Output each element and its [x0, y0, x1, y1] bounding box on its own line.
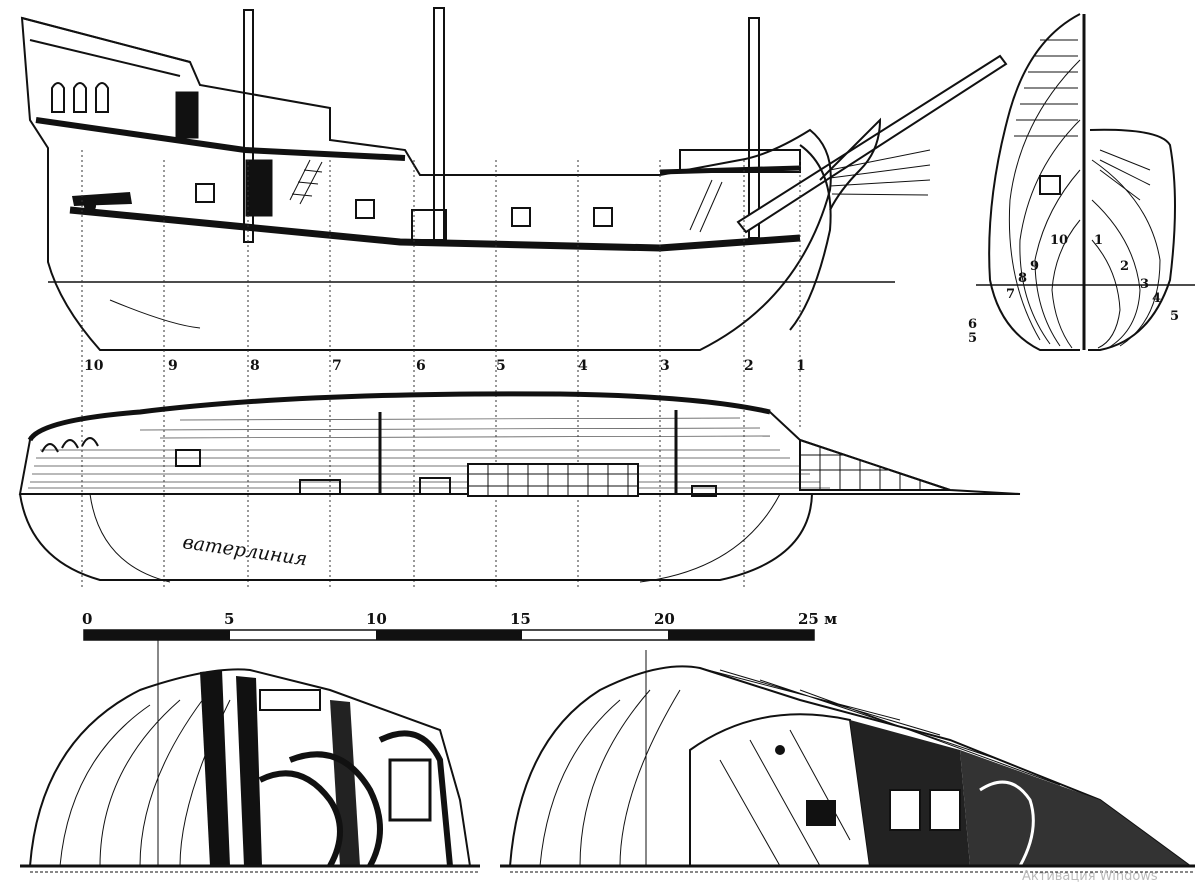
- plan-hull-outline: [19, 493, 813, 581]
- frame-label: 6: [416, 358, 426, 374]
- main-mast: [433, 7, 445, 243]
- frame-label: 10: [84, 358, 104, 374]
- section-label: 5: [1170, 309, 1179, 324]
- frame-label: 9: [168, 358, 178, 374]
- bowsprit: [736, 54, 1008, 234]
- scale-bar: 0 5 10 15 20 25 м: [82, 610, 837, 641]
- section-label: 1: [1094, 233, 1103, 248]
- waterline-label: ватерлиния: [181, 531, 308, 570]
- fore-mast: [748, 17, 760, 239]
- frame-label: 1: [796, 358, 806, 374]
- section-label: 10: [1050, 233, 1068, 248]
- section-label: 7: [1006, 287, 1015, 302]
- stern-windows: [51, 82, 109, 113]
- frame-station-guides: [81, 150, 801, 590]
- frame-label: 2: [744, 358, 754, 374]
- scale-tick-label: 20: [654, 610, 675, 628]
- stern-gallery: [41, 437, 99, 453]
- frame-label: 7: [332, 358, 342, 374]
- scale-tick-label: 0: [82, 610, 92, 628]
- bow-netting: [799, 438, 951, 491]
- hatch-grating: [467, 463, 639, 497]
- scale-tick-label: 10: [366, 610, 387, 628]
- quarter-deck: [35, 117, 406, 161]
- windows-activation-watermark: Активация Windows: [1022, 869, 1158, 884]
- cannon: [72, 192, 132, 206]
- section-label: 5: [968, 331, 977, 346]
- frame-label: 3: [660, 358, 670, 374]
- scale-tick-label: 5: [224, 610, 234, 628]
- frame-label: 8: [250, 358, 260, 374]
- side-elevation-view: [20, 7, 1008, 351]
- plan-view: ватерлиния: [18, 391, 1021, 583]
- scale-tick-label: 15: [510, 610, 531, 628]
- section-label: 2: [1120, 259, 1129, 274]
- section-label: 6: [968, 317, 977, 332]
- frame-number-labels: 10 9 8 7 6 5 4 3 2 1: [84, 358, 806, 374]
- frame-label: 5: [496, 358, 506, 374]
- section-label: 4: [1152, 291, 1161, 306]
- side-hull-outline: [20, 16, 832, 351]
- main-deck: [69, 206, 801, 252]
- scale-tick-label: 25 м: [798, 610, 837, 628]
- section-label: 9: [1030, 259, 1039, 274]
- section-label: 8: [1018, 271, 1027, 286]
- stern-perspective-view: [20, 640, 480, 873]
- body-plan-view: 10 1 9 2 8 3 7 4 6 5 5: [968, 13, 1195, 351]
- bow-perspective-view: [500, 650, 1195, 873]
- section-label: 3: [1140, 277, 1149, 292]
- frame-label: 4: [578, 358, 588, 374]
